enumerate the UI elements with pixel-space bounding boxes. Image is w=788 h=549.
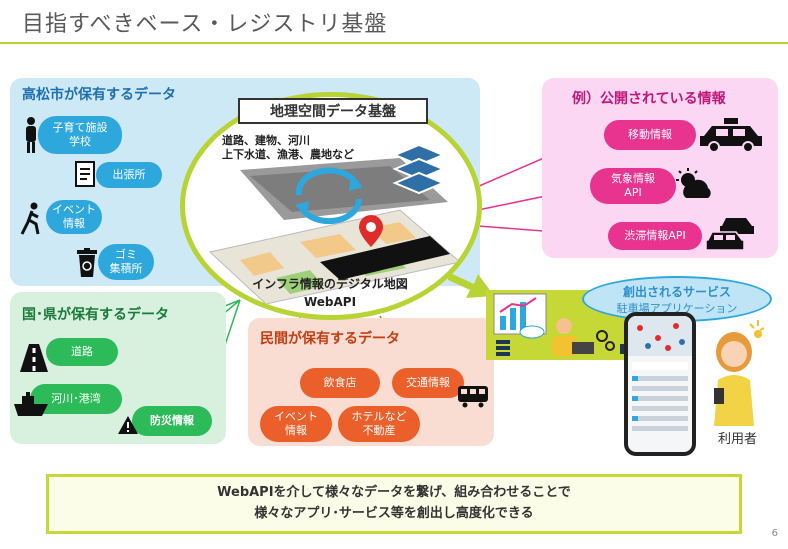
pill-hotels-realestate: ホテルなど 不動産 <box>338 406 420 442</box>
pill-traffic-api: 渋滞情報API <box>608 222 702 250</box>
sync-arrows-icon <box>295 167 363 225</box>
pill-river-port: 河川･港湾 <box>30 384 122 414</box>
pill-disaster-info: 防災情報 <box>132 406 212 436</box>
parking-app-screen <box>628 316 692 431</box>
pill-restaurants: 飲食店 <box>300 368 380 398</box>
pill-branch-office: 出張所 <box>96 162 162 188</box>
pill-event-info: イベント 情報 <box>46 200 102 234</box>
parent-child-icon <box>26 117 36 153</box>
map-pin-icon <box>359 215 383 247</box>
walker-icon <box>20 202 40 235</box>
database-icon <box>392 143 446 195</box>
road-icon <box>20 344 48 372</box>
summary-line-1: WebAPIを介して様々なデータを繋げ、組み合わせることで <box>217 485 571 501</box>
summary-banner: WebAPIを介して様々なデータを繋げ、組み合わせることで 様々なアプリ･サービ… <box>46 474 742 534</box>
city-map-illustration <box>208 158 462 305</box>
summary-line-2: 様々なアプリ･サービス等を創出し高度化できる <box>254 506 534 521</box>
page-title: 目指すべきベース・レジストリ基盤 <box>22 12 388 37</box>
warning-icon <box>118 416 138 434</box>
takamatsu-heading: 高松市が保有するデータ <box>22 87 176 103</box>
national-heading: 国･県が保有するデータ <box>22 307 169 323</box>
pill-mobility-info: 移動情報 <box>604 120 696 150</box>
taxi-icon <box>700 118 762 153</box>
ship-icon <box>14 392 48 416</box>
smartphone-icon[interactable] <box>624 312 696 456</box>
geo-platform-label: 地理空間データ基盤 <box>238 98 428 124</box>
pill-event-info-private: イベント 情報 <box>260 406 332 442</box>
arrow-to-service <box>448 272 494 298</box>
page-number: 6 <box>771 528 778 539</box>
digital-map-webapi-label: インフラ情報のデジタル地図 WebAPI <box>252 277 408 309</box>
user-label: 利用者 <box>718 432 758 447</box>
service-subtitle: 駐車場アプリケーション <box>616 301 738 315</box>
service-title: 創出されるサービス <box>622 284 731 299</box>
public-heading: 例）公開されている情報 <box>572 91 726 107</box>
document-icon <box>75 161 95 187</box>
trash-icon <box>77 248 97 277</box>
pill-road: 道路 <box>46 338 118 366</box>
pill-traffic-info: 交通情報 <box>392 368 464 398</box>
pill-weather-api: 気象情報 API <box>590 168 676 204</box>
train-icon <box>458 386 488 408</box>
pill-childcare-school: 子育て施設 学校 <box>38 116 122 154</box>
pill-garbage-point: ゴミ 集積所 <box>98 244 154 280</box>
user-woman-illustration <box>714 320 765 426</box>
cars-icon <box>706 218 754 251</box>
geo-platform-contents: 道路、建物、河川 上下水道、漁港、農地など <box>222 134 354 162</box>
private-heading: 民間が保有するデータ <box>260 331 400 347</box>
center-geo-platform <box>180 92 482 320</box>
title-rule <box>0 42 788 44</box>
weather-icon <box>676 168 711 198</box>
